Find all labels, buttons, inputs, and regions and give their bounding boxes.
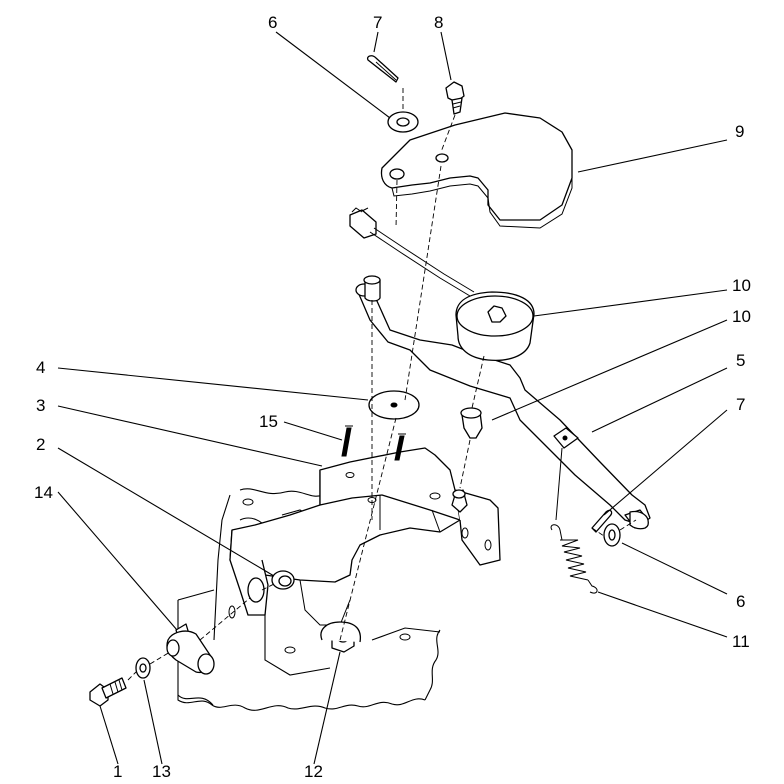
- bolt-1: [89, 677, 127, 707]
- callout-13: 13: [152, 762, 171, 781]
- mounting-bracket: [228, 447, 501, 626]
- callout-9: 9: [735, 122, 744, 141]
- callout-4: 4: [36, 358, 45, 377]
- callout-5: 5: [736, 351, 745, 370]
- cable-clamp: [166, 623, 215, 675]
- callout-15: 15: [259, 412, 278, 431]
- callout-14: 14: [34, 483, 53, 502]
- washer-6-lower: [603, 523, 621, 547]
- washer-13: [135, 657, 151, 679]
- bushing-10: [451, 407, 483, 513]
- wire-connector: [349, 207, 475, 297]
- bolt-8: [445, 81, 465, 115]
- callout-3: 3: [36, 396, 45, 415]
- cotter-pin-7-lower: [591, 509, 613, 533]
- sensor-hub: [455, 291, 535, 362]
- callout-7-lower: 7: [736, 395, 745, 414]
- washer-6-upper: [387, 111, 419, 133]
- nut-washer-2: [247, 570, 295, 603]
- chassis-frame: [177, 488, 441, 711]
- extension-spring: [550, 447, 598, 594]
- roll-pins: [341, 425, 406, 461]
- cotter-pin-7-upper: [366, 55, 399, 83]
- callout-12: 12: [304, 762, 323, 781]
- callout-10-upper: 10: [732, 276, 751, 295]
- callout-7-upper: 7: [373, 13, 382, 32]
- leader-lines: [57, 31, 728, 765]
- clevis-pin-left: [363, 275, 381, 302]
- callout-8: 8: [434, 13, 443, 32]
- pedal-plate: [380, 112, 573, 229]
- callout-10-lower: 10: [732, 307, 751, 326]
- callout-11: 11: [732, 632, 750, 651]
- callout-labels: 6 7 8 9 10 10 5 7 6 11 4 3 2 14 15 1 13 …: [34, 13, 751, 781]
- callout-2: 2: [36, 435, 45, 454]
- callout-1: 1: [113, 762, 122, 781]
- callout-6-upper: 6: [268, 13, 277, 32]
- nut-12: [320, 621, 362, 653]
- callout-6-lower: 6: [736, 592, 745, 611]
- assembly-lines: [127, 88, 637, 681]
- pedal-rod: [355, 283, 651, 530]
- washer-4: [368, 390, 420, 420]
